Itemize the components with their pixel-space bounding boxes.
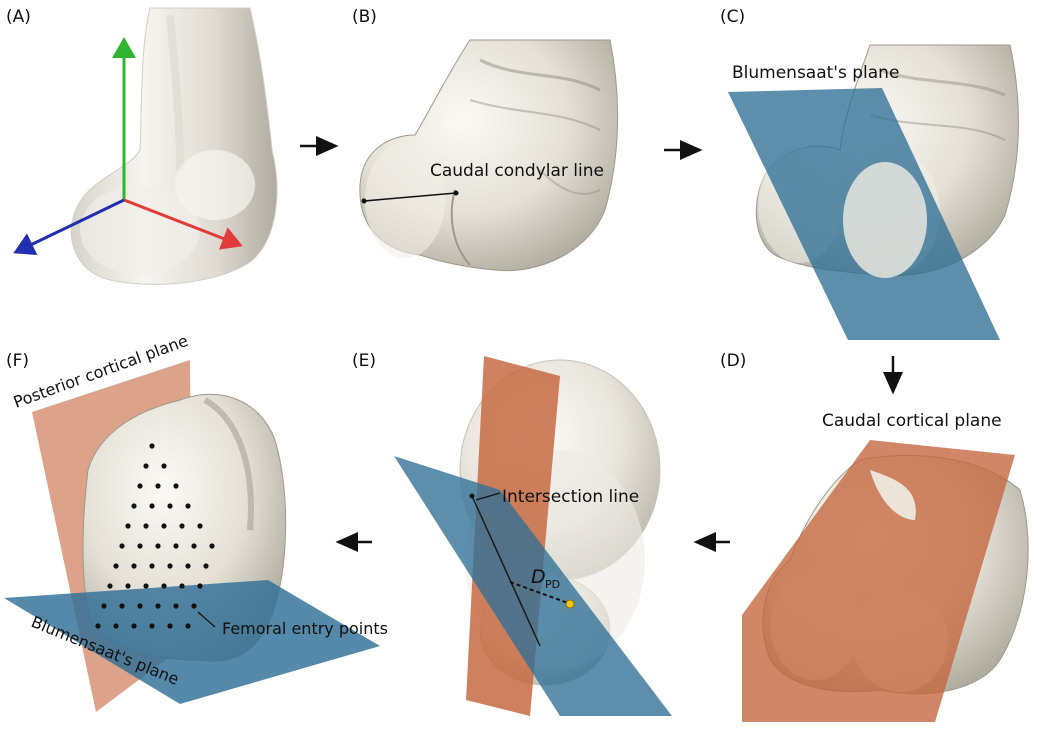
entry-point <box>209 543 215 549</box>
panel-c: (C) Blumensaat's plane <box>720 7 1019 340</box>
entry-point <box>155 483 161 489</box>
panel-a-tag: (A) <box>6 7 31 27</box>
panel-d-tag: (D) <box>720 351 746 371</box>
femoral-entry-points-grid <box>95 443 215 629</box>
entry-point <box>155 603 161 609</box>
blumensaat-plane-f <box>4 580 380 704</box>
entry-point <box>185 563 191 569</box>
femoral-entry-points-label: Femoral entry points <box>222 619 388 638</box>
entry-point <box>131 623 137 629</box>
entry-point <box>167 503 173 509</box>
intersection-point <box>469 493 475 499</box>
condyle-point-medial <box>361 198 367 204</box>
x-axis-arrow <box>123 198 243 250</box>
femur-translucent <box>70 7 278 285</box>
caudal-condylar-line-label: Caudal condylar line <box>430 161 604 181</box>
panel-c-tag: (C) <box>720 7 745 27</box>
femur-distal-b <box>359 39 619 272</box>
pd-distance-subscript: PD <box>545 578 560 591</box>
entry-point <box>203 563 209 569</box>
panel-b-tag: (B) <box>352 7 377 27</box>
intersection-leader <box>475 492 501 501</box>
entry-point <box>149 623 155 629</box>
entry-point <box>149 443 155 449</box>
entry-point <box>143 463 149 469</box>
entry-point <box>161 523 167 529</box>
entry-point <box>173 483 179 489</box>
condyle-point-lateral <box>453 190 459 196</box>
entry-point <box>161 583 167 589</box>
entry-point <box>107 583 113 589</box>
caudal-cortical-plane-label: Caudal cortical plane <box>822 411 1002 431</box>
entry-point <box>191 543 197 549</box>
entry-point <box>155 543 161 549</box>
z-axis-arrow <box>13 198 125 256</box>
entry-point <box>143 583 149 589</box>
entry-point <box>161 463 167 469</box>
entry-point <box>95 623 101 629</box>
entry-point <box>197 523 203 529</box>
panel-e: (E) Intersection line D PD <box>352 351 672 716</box>
entry-point <box>131 563 137 569</box>
entry-point <box>113 563 119 569</box>
entry-point <box>173 543 179 549</box>
entry-point <box>179 583 185 589</box>
panel-a: (A) <box>6 7 278 285</box>
coordinate-axes <box>13 37 243 256</box>
panel-e-tag: (E) <box>352 351 376 371</box>
entry-point <box>137 543 143 549</box>
blumensaat-plane-label-c: Blumensaat's plane <box>732 63 899 83</box>
entry-point <box>185 623 191 629</box>
lateral-condyle-front <box>843 162 927 278</box>
panel-d: (D) Caudal cortical plane <box>720 351 1029 722</box>
entry-point <box>173 603 179 609</box>
pd-distance-symbol: D <box>531 566 546 588</box>
intersection-line-label: Intersection line <box>502 487 639 507</box>
intersection-line <box>471 495 541 647</box>
entry-points-leader <box>197 611 216 628</box>
entry-point <box>143 523 149 529</box>
entry-point <box>185 503 191 509</box>
target-point <box>565 599 575 609</box>
entry-point <box>125 583 131 589</box>
pd-distance-line <box>509 581 569 604</box>
cortical-cut-region <box>870 470 916 520</box>
caudal-cortical-plane <box>742 440 1015 722</box>
blumensaat-plane-e <box>394 456 672 716</box>
entry-point <box>119 543 125 549</box>
entry-point <box>125 523 131 529</box>
panel-b: (B) Caudal condylar line <box>352 7 619 272</box>
entry-point <box>149 563 155 569</box>
panel-f-tag: (F) <box>6 351 29 371</box>
entry-point <box>167 623 173 629</box>
entry-point <box>101 603 107 609</box>
entry-point <box>191 603 197 609</box>
entry-point <box>149 503 155 509</box>
entry-point <box>137 603 143 609</box>
entry-point <box>119 603 125 609</box>
entry-point <box>179 523 185 529</box>
entry-point <box>167 563 173 569</box>
entry-point <box>113 623 119 629</box>
panel-f: (F) Femoral entry points Posterior corti… <box>4 331 388 712</box>
entry-point <box>137 483 143 489</box>
entry-point <box>197 583 203 589</box>
caudal-condylar-line <box>363 192 457 202</box>
entry-point <box>131 503 137 509</box>
